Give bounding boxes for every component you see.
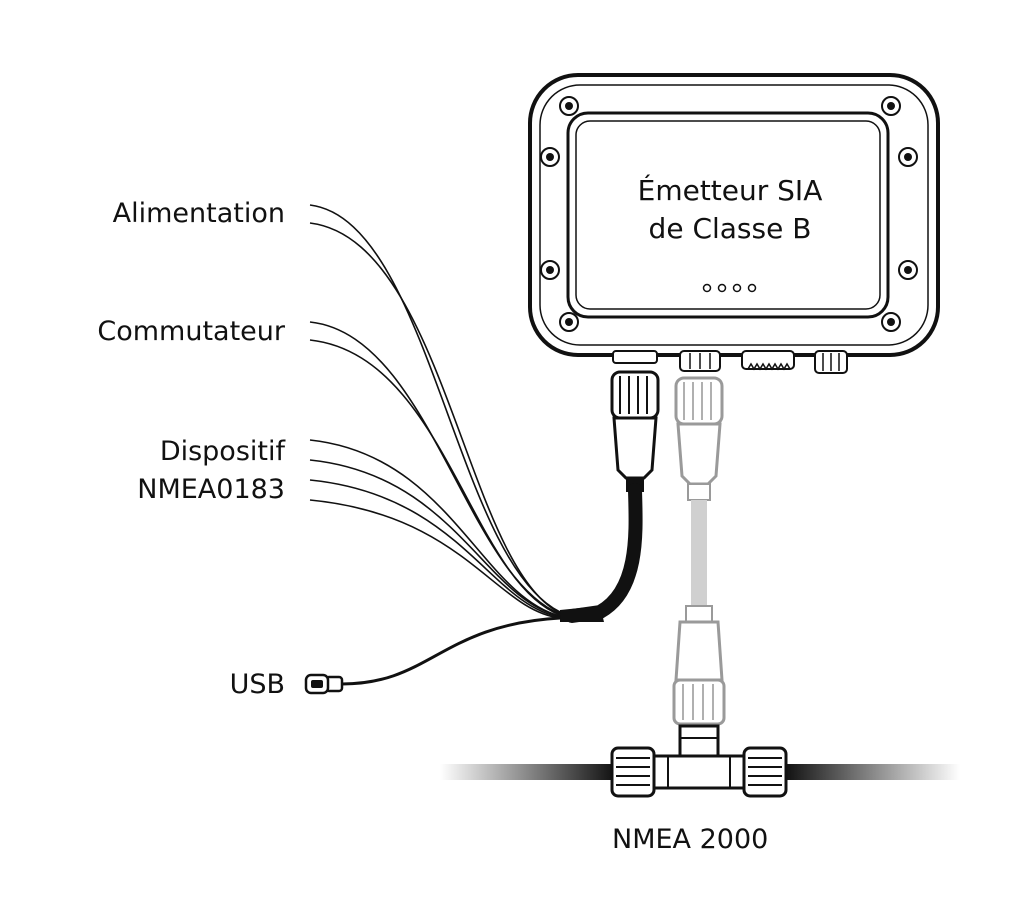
device-port-gps <box>814 350 848 374</box>
screw-icon <box>540 260 560 280</box>
multicore-cable <box>304 204 660 695</box>
status-led <box>732 283 742 293</box>
device-lid-inner <box>575 120 881 310</box>
wire-switch-2 <box>309 339 561 616</box>
usb-cable <box>339 616 561 686</box>
label-nmea0183-line1: Dispositif <box>159 436 285 467</box>
gray-connector-nut-bottom <box>672 678 726 726</box>
gray-cable <box>691 500 707 608</box>
wire-nmea0183-1 <box>309 439 561 617</box>
label-power: Alimentation <box>112 198 285 229</box>
status-led-row <box>702 283 757 293</box>
label-nmea2000: NMEA 2000 <box>612 824 769 855</box>
label-usb: USB <box>229 669 285 700</box>
backbone-right <box>785 764 960 780</box>
device-title: Émetteur SIA de Classe B <box>585 172 875 248</box>
wire-power-1 <box>309 204 561 613</box>
device-port-antenna <box>741 350 795 371</box>
screw-icon <box>898 147 918 167</box>
label-switch: Commutateur <box>97 316 285 347</box>
wire-power-2 <box>309 222 561 614</box>
screw-icon <box>559 96 579 116</box>
screw-icon <box>540 147 560 167</box>
wire-nmea0183-2 <box>309 459 561 617</box>
status-led <box>747 283 757 293</box>
black-connector-nut <box>610 370 660 420</box>
wire-nmea0183-3 <box>309 479 561 618</box>
device-inner-rim <box>539 84 929 346</box>
nmea2000-backbone <box>440 764 960 780</box>
device-title-line1: Émetteur SIA <box>637 174 823 207</box>
wire-nmea0183-4 <box>309 499 561 619</box>
screw-icon <box>898 260 918 280</box>
screw-icon <box>881 312 901 332</box>
device-lid <box>566 111 890 319</box>
usb-plug-icon <box>304 673 344 695</box>
t-connector-icon <box>610 724 788 798</box>
backbone-left <box>440 764 615 780</box>
wire-switch-1 <box>309 321 561 615</box>
nmea2000-drop-cable <box>672 376 726 726</box>
device-title-line2: de Classe B <box>648 212 812 245</box>
status-led <box>702 283 712 293</box>
gray-connector-nut-top <box>674 376 724 426</box>
device-outer-case <box>528 73 940 357</box>
black-connector-body <box>612 416 658 480</box>
ais-transmitter-device <box>528 73 940 374</box>
label-nmea0183-line2: NMEA0183 <box>137 474 285 505</box>
device-port-usb <box>612 350 658 364</box>
screw-icon <box>559 312 579 332</box>
screw-icon <box>881 96 901 116</box>
black-cable <box>565 483 643 623</box>
device-port-nmea2000 <box>679 350 721 372</box>
status-led <box>717 283 727 293</box>
